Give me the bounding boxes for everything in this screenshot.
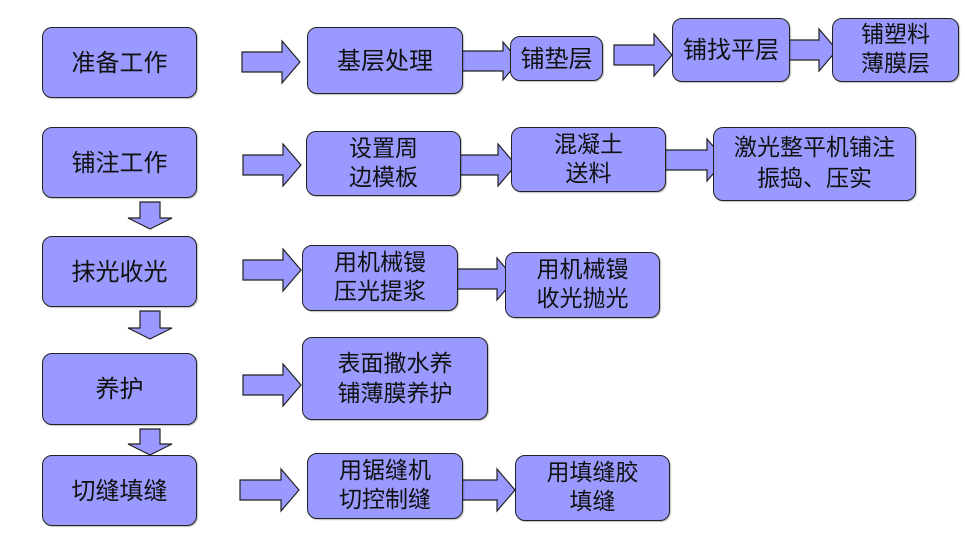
substep-water-film-cure: 表面撒水养 铺薄膜养护 xyxy=(302,337,488,420)
arrow-trowel-to-float xyxy=(242,247,302,293)
substep-power-float: 用机械镘 压光提浆 xyxy=(302,245,458,311)
arrow-trowel-to-cure xyxy=(127,310,173,340)
arrow-joint-to-saw xyxy=(239,467,300,513)
substep-saw-cut: 用锯缝机 切控制缝 xyxy=(307,453,463,519)
arrow-saw-to-sealant xyxy=(457,467,516,513)
arrow-cushion-to-leveling xyxy=(613,32,673,78)
substep-laser-screed: 激光整平机铺注 振捣、压实 xyxy=(713,127,916,201)
substep-cushion-layer: 铺垫层 xyxy=(510,36,603,81)
step-prep: 准备工作 xyxy=(42,27,197,98)
step-joint: 切缝填缝 xyxy=(42,455,197,526)
arrow-prep-to-base xyxy=(241,39,301,85)
arrow-pour-to-trowel xyxy=(127,201,173,230)
arrow-formwork-to-feed xyxy=(459,142,517,188)
substep-formwork: 设置周 边模板 xyxy=(306,131,461,196)
substep-concrete-feed: 混凝土 送料 xyxy=(511,127,666,192)
substep-base-treatment: 基层处理 xyxy=(307,27,463,94)
step-cure: 养护 xyxy=(42,353,197,425)
arrow-leveling-to-film xyxy=(783,27,838,73)
substep-polish: 用机械镘 收光抛光 xyxy=(505,252,660,318)
substep-sealant-fill: 用填缝胶 填缝 xyxy=(515,455,670,521)
arrow-cure-to-water xyxy=(242,362,302,408)
arrow-pour-to-formwork xyxy=(242,142,302,188)
step-trowel: 抹光收光 xyxy=(42,236,197,307)
substep-leveling-layer: 铺找平层 xyxy=(672,18,790,82)
substep-plastic-film: 铺塑料 薄膜层 xyxy=(832,18,959,82)
step-pour: 铺注工作 xyxy=(42,127,197,198)
arrow-cure-to-joint xyxy=(127,428,173,456)
